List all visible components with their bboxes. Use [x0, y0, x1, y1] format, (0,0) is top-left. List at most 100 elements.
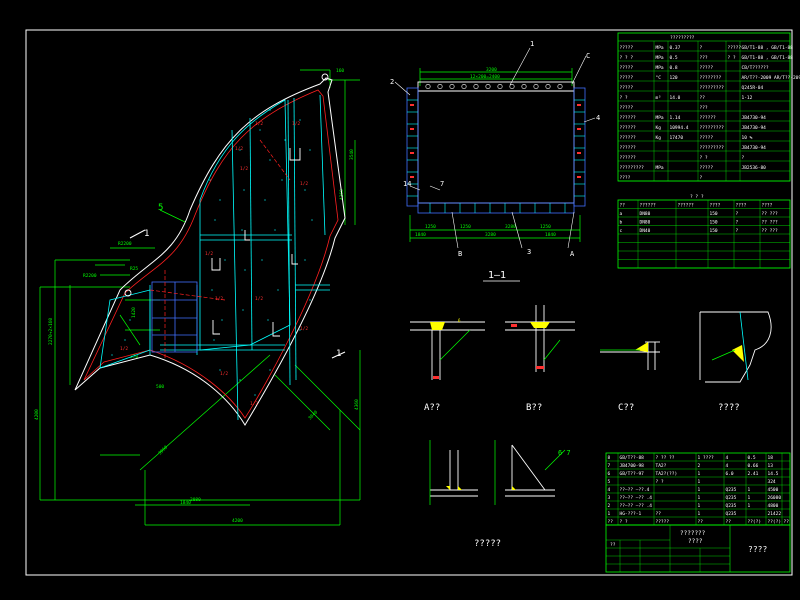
detail-c-label: C?? — [618, 403, 634, 413]
design-table-cell: ?????? — [620, 135, 637, 141]
parts-list-cell: ?? — [656, 511, 662, 517]
parts-list-cell: 0.66 — [748, 463, 759, 469]
design-table-cell: ?????? — [620, 145, 637, 151]
nozzle-table-cell: 150 — [710, 228, 718, 234]
parts-list-cell: 3 — [608, 495, 611, 501]
parts-list-cell: 1 — [748, 503, 751, 509]
design-table-cell: ????? — [620, 65, 634, 71]
callout-3: 3 — [527, 248, 531, 256]
detail-e-label: ????? — [474, 539, 501, 549]
detail-c: C?? — [600, 341, 660, 413]
design-table-cell: m³ — [656, 95, 662, 101]
nozzle-table-cell: ???? — [762, 202, 773, 208]
design-table-cell: Q245R-04 — [742, 85, 764, 91]
nozzle-table-cell: 150 — [710, 211, 718, 217]
design-table-cell: ?????? — [620, 155, 637, 161]
svg-text:4200: 4200 — [232, 518, 243, 524]
design-table-cell: AR/T??-2009 AR/T??-209 — [742, 75, 800, 81]
svg-text:R25: R25 — [130, 266, 138, 272]
parts-list-cell: ? ?? ?? — [656, 455, 675, 461]
callout-2: 2 — [390, 78, 394, 86]
svg-text:1250: 1250 — [460, 224, 471, 230]
design-table-cell: GB/T1-88 , GB/T1-88 — [742, 55, 794, 61]
parts-list-cell: Q235 — [726, 511, 737, 517]
parts-list-cell: 5 — [608, 479, 611, 485]
detail-a: 6 A?? — [410, 318, 485, 413]
parts-list-cell: ????? — [656, 519, 670, 525]
parts-list-cell: ? ? — [620, 519, 628, 525]
parts-list-cell: 2 — [608, 503, 611, 509]
parts-list-cell: TA2?(??) — [656, 471, 678, 477]
parts-list-cell: 1 ???? — [698, 455, 715, 461]
nozzle-table-cell: ???? — [736, 202, 747, 208]
nozzle-table-cell: a — [620, 212, 623, 217]
nozzle-table-cell: ?????? — [640, 202, 657, 208]
design-table-cell: 1-12 — [742, 95, 753, 101]
nozzle-table-cell: c — [620, 229, 623, 234]
svg-text:500: 500 — [156, 384, 164, 390]
design-table-cell: MPa — [656, 165, 664, 171]
svg-text:1/2: 1/2 — [300, 181, 308, 187]
design-table-cell: GB/T1-88 , GB/T1-88 — [742, 45, 794, 51]
parts-list-cell: 1 — [698, 495, 701, 501]
design-table-cell: ?????? — [620, 125, 637, 131]
design-table-cell: 17470 — [670, 135, 684, 141]
section-sub-dim: 12×200=2400 — [470, 74, 500, 80]
parts-list-cell: 1 — [698, 479, 701, 485]
design-table-cell: ????? — [620, 75, 634, 81]
design-table-cell: Kg — [656, 135, 662, 141]
parts-list-cell: 4 — [726, 463, 729, 469]
svg-text:3280: 3280 — [485, 232, 496, 238]
design-table-cell: ????????? — [620, 165, 645, 171]
svg-text:1/2: 1/2 — [220, 371, 228, 377]
parts-list-cell: ? ? — [656, 479, 664, 485]
design-table-cell: JB2536-80 — [742, 165, 767, 171]
design-table-cell: 10 % — [742, 135, 753, 141]
nozzle-table-cell: ?? ??? — [762, 211, 779, 217]
parts-list-cell: ??—?? —?? .4 — [620, 503, 653, 509]
design-table-cell: ????? — [700, 165, 714, 171]
design-table-cell: 10994.4 — [670, 125, 689, 131]
design-table-cell: ? ? — [620, 95, 628, 101]
parts-list-cell: ??—?? —?? .4 — [620, 495, 653, 501]
svg-text:1/2: 1/2 — [255, 121, 263, 127]
design-table-cell: ?????? — [620, 115, 637, 121]
parts-list-cell: 6 — [608, 471, 611, 477]
design-table-cell: ????????? — [700, 145, 725, 151]
design-table-cell: ? ? ? — [620, 55, 634, 61]
nozzle-table-cell: b — [620, 219, 623, 225]
design-table-cell: ????????? — [700, 85, 725, 91]
title-project-line2: ???? — [688, 538, 703, 545]
design-table-cell: 120 — [670, 75, 678, 81]
parts-list-cell: 7 — [608, 463, 611, 469]
parts-list-cell: 1 — [698, 487, 701, 493]
design-table-cell: ????? — [700, 65, 714, 71]
design-table-cell: 0.5 — [670, 55, 678, 61]
svg-text:1/2: 1/2 — [120, 346, 128, 352]
design-table-header: ????????? — [670, 35, 695, 41]
svg-text:160: 160 — [336, 68, 344, 74]
nozzle-table-cell: ? — [736, 228, 739, 234]
parts-list-cell: 4 — [726, 455, 729, 461]
design-table-cell: Kg — [656, 125, 662, 131]
design-table-cell: JB4730-94 — [742, 115, 767, 121]
parts-list-cell: TA2? — [656, 463, 667, 469]
parts-list-cell: 1 — [698, 511, 701, 517]
callout-5: 5 — [158, 203, 163, 213]
svg-text:1250: 1250 — [540, 224, 551, 230]
nozzle-table-cell: DN80 — [640, 219, 651, 225]
design-table-cell: 14.0 — [670, 95, 681, 101]
section-mark-upper: 1 — [144, 229, 149, 239]
callout-c: C — [586, 52, 590, 60]
section-top-dim: 3200 — [486, 67, 497, 73]
design-table-cell: MPa — [656, 55, 664, 61]
nozzle-table-header: ? ? ? — [690, 194, 704, 200]
parts-list-cell: GB/T??-97 — [620, 471, 645, 477]
parts-list-cell: ??—?? —??.4 — [620, 487, 650, 493]
parts-list-cell: 2 — [698, 463, 701, 469]
design-table-cell: ????? — [728, 45, 742, 51]
detail-d: ???? — [699, 311, 772, 413]
parts-list-cell: Q235 — [726, 495, 737, 501]
